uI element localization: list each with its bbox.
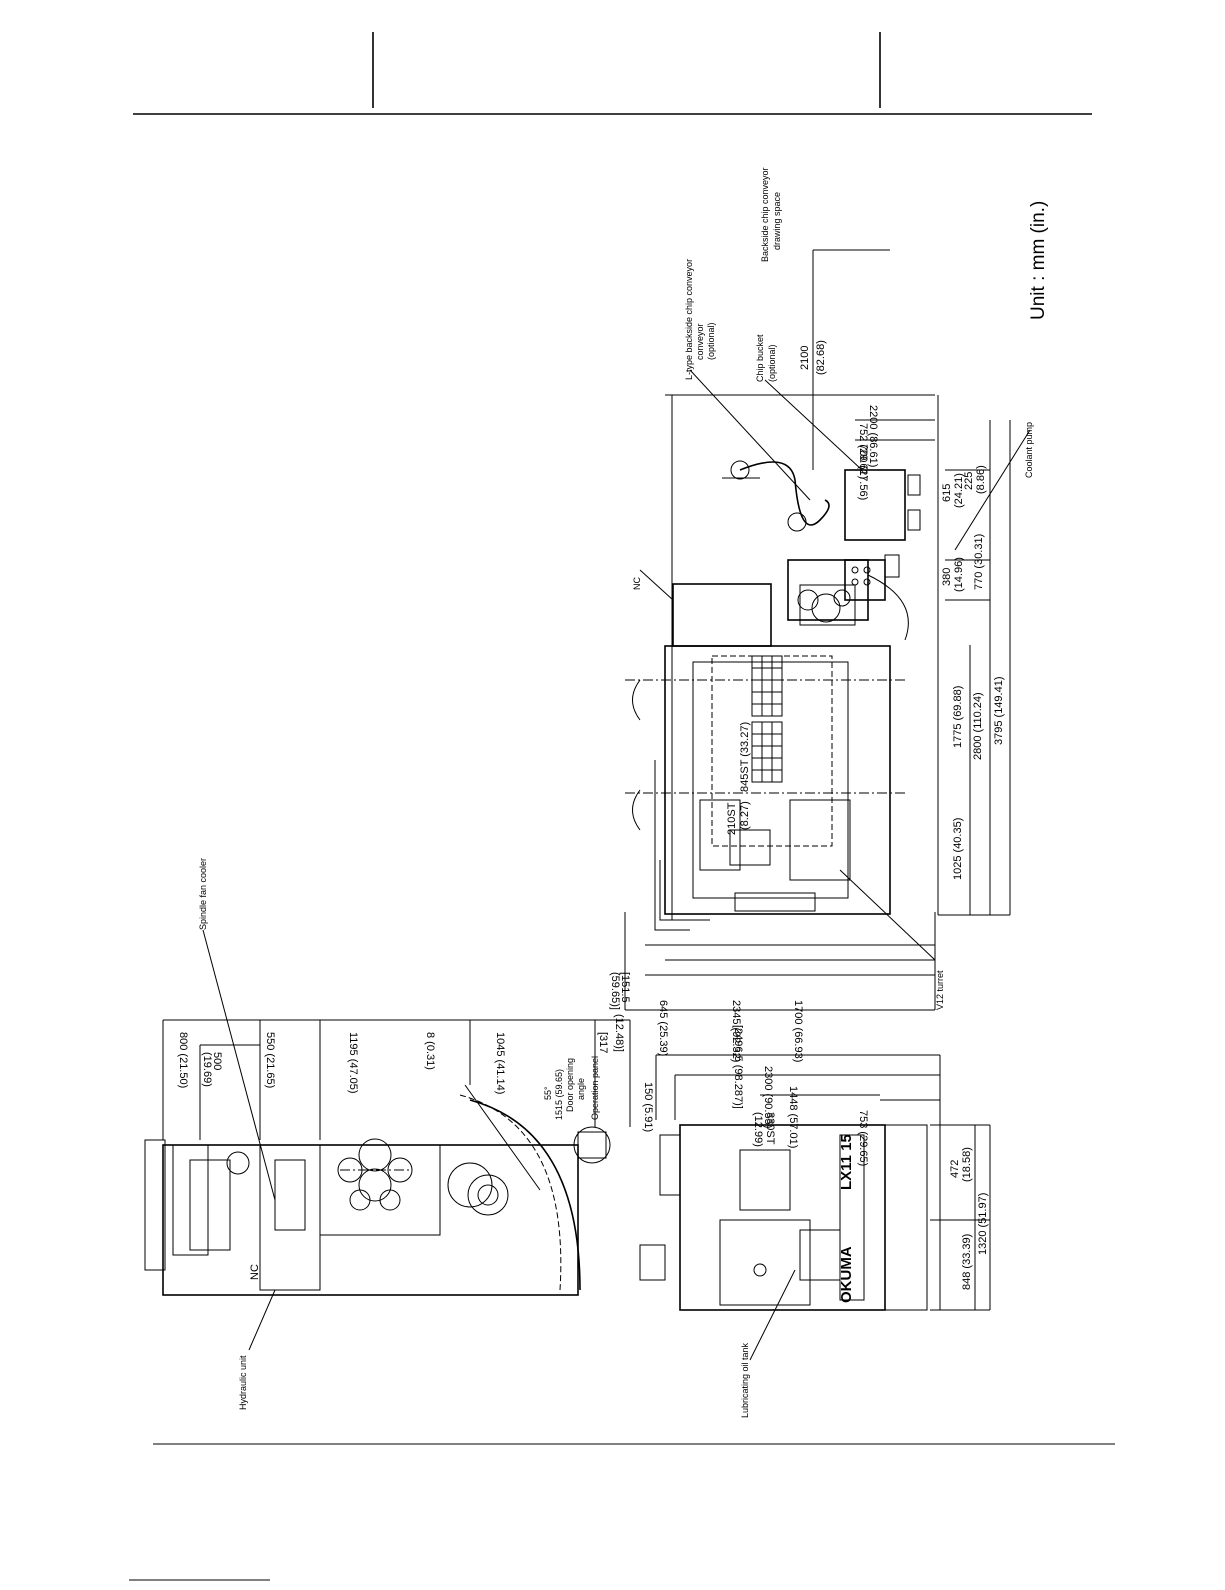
dim-317: [317	[597, 1032, 609, 1053]
door-opening-arc	[469, 1099, 581, 1291]
label-l-conveyor: L-type backside chip conveyor	[684, 259, 694, 380]
label-backside-space-2: drawing space	[772, 192, 782, 250]
label-door-angle: angle	[576, 1078, 586, 1100]
dim-380: 380	[941, 568, 953, 586]
dim-472: 472	[949, 1160, 961, 1178]
label-angle-55: 55°	[543, 1086, 553, 1100]
dim-2300: 2300 (90.55)	[762, 1066, 774, 1128]
dim-1448: 1448 (57.01)	[787, 1086, 799, 1148]
machine-body-front	[162, 1144, 579, 1296]
dim-2100-in: (82.68)	[815, 340, 827, 375]
dim-550: 550 (21.65)	[264, 1032, 276, 1088]
l-conveyor-outline	[739, 461, 830, 526]
label-spindle-fan: Spindle fan cooler	[198, 858, 208, 930]
label-nc-front: NC	[249, 1264, 261, 1280]
dim-1195: 1195 (47.05)	[347, 1032, 359, 1094]
dim-3795: 3795 (149.41)	[993, 677, 1005, 746]
dim-8: 8 (0.31)	[424, 1032, 436, 1070]
dim-770: 770 (30.31)	[973, 534, 985, 590]
dim-210-in: (8.27)	[739, 801, 751, 830]
dim-700: 700 (27.56)	[857, 444, 869, 500]
label-door-1515: 1515 (59.65)	[554, 1069, 564, 1120]
chip-bucket	[844, 469, 906, 541]
dim-150: 150 (5.91)	[642, 1082, 654, 1132]
dim-848: 848 (33.39)	[961, 1234, 973, 1290]
label-hydraulic: Hydraulic unit	[238, 1355, 248, 1410]
dim-2345: 2345 (92.32)	[730, 1000, 742, 1062]
control-box	[844, 559, 886, 601]
dim-472-in: (18.58)	[961, 1147, 973, 1182]
dim-800: 800 (21.50)	[177, 1032, 189, 1088]
dim-1775: 1775 (69.88)	[952, 686, 964, 748]
dim-380-in: (14.96)	[953, 557, 965, 592]
dim-615-in: (24.21)	[953, 473, 965, 508]
dim-500-in: (19.69)	[201, 1052, 213, 1087]
label-nc-plan: NC	[632, 577, 642, 590]
side-view: OKUMA LX11 15 Lubricating oil tank 2300 …	[639, 1054, 991, 1418]
machine-body-plan	[664, 645, 891, 915]
dim-12-48: (12.48)]	[613, 1014, 625, 1052]
chuck	[467, 1174, 509, 1216]
dim-151-5: [151.5	[619, 972, 631, 1003]
nc-cabinet	[672, 583, 772, 647]
label-backside-space-1: Backside chip conveyor	[760, 167, 770, 262]
label-chip-bucket-opt: (optional)	[767, 344, 777, 382]
header-frame	[133, 32, 1092, 115]
label-operation-panel: Operation panel	[590, 1056, 600, 1120]
operation-panel	[573, 1126, 611, 1164]
dim-645: 645 (25.39)	[657, 1000, 669, 1056]
label-lubricating: Lubricating oil tank	[740, 1342, 750, 1418]
plan-view: NC L-type backside chip conveyor conveyo…	[609, 167, 1034, 1108]
front-view: Spindle fan cooler Hydraulic unit NC Ope…	[144, 858, 631, 1410]
coolant-tank	[787, 559, 869, 621]
dim-210: 210ST	[726, 802, 738, 835]
dim-1320: 1320 (51.97)	[977, 1193, 989, 1255]
dim-330-in: (12.99)	[752, 1112, 764, 1147]
dim-500: 500	[211, 1052, 223, 1070]
spindle-block	[729, 829, 771, 866]
nameplate	[839, 1134, 865, 1301]
dim-615: 615	[941, 484, 953, 502]
model-name: LX11 15	[838, 1134, 855, 1190]
label-chip-bucket: Chip bucket	[755, 334, 765, 382]
label-coolant-pump: Coolant pump	[1024, 422, 1034, 478]
dim-2200: 2200 (86.61)	[867, 405, 879, 467]
brand-name: OKUMA	[838, 1246, 855, 1303]
dim-225-in: (8.86)	[975, 465, 987, 494]
dim-752: 752 (29.61)	[857, 423, 869, 479]
label-l-conveyor-opt: (optional)	[706, 322, 716, 360]
label-l-conveyor-word: conveyor	[695, 323, 705, 360]
footer-frame	[129, 1443, 1115, 1581]
turret-grid-2	[751, 721, 783, 783]
dim-2100: 2100	[799, 346, 811, 370]
dim-845: 845ST (33.27)	[739, 722, 751, 792]
dim-1045: 1045 (41.14)	[494, 1032, 506, 1094]
dim-59-65: (59.65)]	[609, 972, 621, 1010]
dim-1025: 1025 (40.35)	[952, 818, 964, 880]
turret-grid-1	[751, 655, 783, 717]
dim-753: 753 (29.65)	[857, 1110, 869, 1166]
dim-2800: 2800 (110.24)	[972, 692, 984, 760]
dim-2496-5: [2496.5 (98.287)]	[732, 1025, 744, 1109]
dim-330: 330ST	[764, 1112, 776, 1145]
dim-225: 225	[963, 472, 975, 490]
label-door-opening: Door opening	[565, 1058, 575, 1112]
unit-label: Unit : mm (in.)	[1028, 201, 1049, 320]
dim-1700: 1700 (66.93)	[792, 1000, 804, 1062]
label-v12-turret: V12 turret	[935, 970, 945, 1010]
turret-wheel-front	[337, 1138, 413, 1211]
